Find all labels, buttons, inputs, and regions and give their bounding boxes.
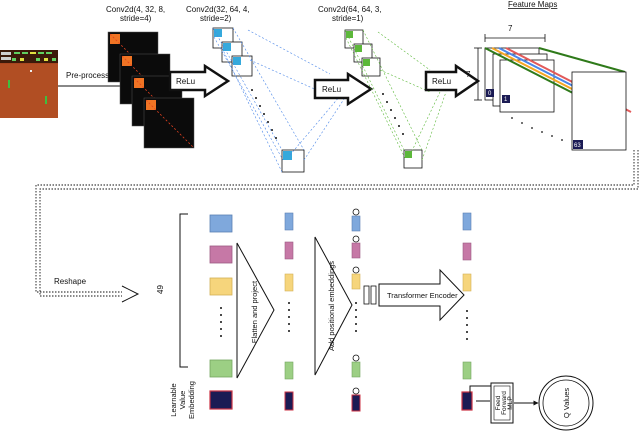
relu-arrow-1: ReLu xyxy=(168,63,231,99)
q-values-label: Q Values xyxy=(562,388,571,419)
learnable-label-line1: Learnable xyxy=(169,383,178,416)
conv2-map-last xyxy=(281,149,305,173)
relu-arrow-3: ReLu xyxy=(424,63,481,99)
reshape-label: Reshape xyxy=(54,277,87,286)
token-1-2 xyxy=(209,245,233,264)
token-1-3 xyxy=(209,277,233,296)
learnable-label-line3: Embedding xyxy=(187,381,196,419)
conv3-label-line2: stride=1) xyxy=(332,14,364,23)
feature-maps-block: 7 7 0 1 63 xyxy=(466,24,632,151)
transformer-label: Transformer Encoder xyxy=(387,291,458,300)
input-frame-4 xyxy=(143,97,195,149)
positional-embedding-block: Add positional embeddings xyxy=(314,236,353,376)
conv1-label-line1: Conv2d(4, 32, 8, xyxy=(106,5,165,14)
positional-label: Add positional embeddings xyxy=(327,261,336,351)
conv2-feature-stack xyxy=(212,27,347,173)
token-column-3 xyxy=(351,208,361,412)
q-values-node: Q Values xyxy=(538,375,594,431)
feature-index-end: 63 xyxy=(574,143,581,149)
feature-height-label: 7 xyxy=(466,70,471,79)
conv2-label-line1: Conv2d(32, 64, 4, xyxy=(186,5,250,14)
feature-width-label: 7 xyxy=(508,24,513,33)
learnable-label-line2: Value xyxy=(178,391,187,410)
conv3-feature-stack xyxy=(344,29,447,169)
conv3-map-3 xyxy=(361,57,381,77)
relu-label-3: ReLu xyxy=(432,77,451,86)
token-count-label: 49 xyxy=(156,285,165,294)
token-column-4 xyxy=(461,212,473,411)
token-column-2 xyxy=(284,212,294,411)
mlp-label-line1: Feed xyxy=(495,395,502,410)
feature-maps-title: Feature Maps xyxy=(508,0,557,9)
conv3-label-line1: Conv2d(64, 64, 3, xyxy=(318,5,382,14)
flatten-project-block: Flatten and project xyxy=(236,242,275,379)
token-1-1 xyxy=(209,214,233,233)
token-bracket: 49 xyxy=(156,213,188,368)
learnable-embedding-label: Learnable Value Embedding xyxy=(169,381,196,419)
conv3-map-last xyxy=(403,149,423,169)
token-1-last xyxy=(209,359,233,378)
mlp-label-line2: Forward xyxy=(501,391,508,415)
feature-index-start: 0 xyxy=(488,91,492,97)
relu-label-2: ReLu xyxy=(322,85,341,94)
flatten-label: Flatten and project xyxy=(250,280,259,343)
reshape-connector: Reshape xyxy=(35,150,639,303)
preprocess-label: Pre-process xyxy=(66,71,109,80)
value-embedding-token xyxy=(209,390,233,410)
relu-arrow-2: ReLu xyxy=(313,71,374,107)
token-column-1 xyxy=(209,214,233,410)
mlp-block: Feed Forward MLP xyxy=(490,382,514,424)
preprocess-arrow: Pre-process xyxy=(58,71,129,89)
conv1-label-line2: stride=4) xyxy=(120,14,152,23)
game-frame xyxy=(0,50,58,118)
relu-label-1: ReLu xyxy=(176,77,195,86)
conv2-label-line2: stride=2) xyxy=(200,14,232,23)
input-frame-stack xyxy=(107,31,195,149)
transformer-encoder-block: Transformer Encoder xyxy=(363,268,465,322)
feature-index-1: 1 xyxy=(504,97,508,103)
conv2-map-3 xyxy=(231,55,253,77)
mlp-label-line3: MLP xyxy=(507,396,514,409)
